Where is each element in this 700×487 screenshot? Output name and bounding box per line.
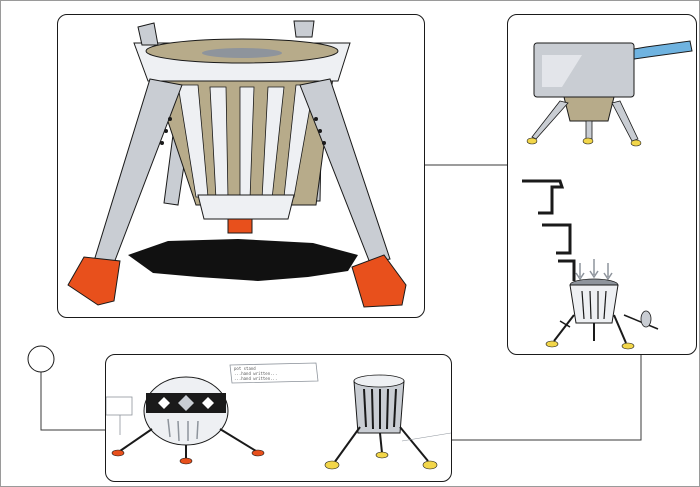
- cylinder-leg-right: [399, 426, 429, 462]
- globe-foot: [111, 449, 125, 457]
- small-stove-cage: [563, 96, 615, 122]
- callout-circle: [27, 345, 55, 373]
- diamond-2: [178, 395, 194, 411]
- small-leg-center: [585, 120, 593, 140]
- small-foot: [630, 139, 642, 147]
- cylinder-slot: [393, 388, 397, 428]
- down-arrow: [575, 263, 585, 281]
- connector-right-bottom: [450, 354, 642, 441]
- cage-slot: [589, 290, 592, 320]
- small-foot: [582, 137, 594, 145]
- front-leg-right: [299, 78, 391, 264]
- note-line-2: ...hand written...: [234, 371, 277, 376]
- stove-leg: [613, 314, 627, 344]
- doodle-box: [106, 396, 133, 416]
- stove-tripod-sketch: [67, 20, 407, 308]
- pan-and-assembly-sketch: [522, 40, 693, 350]
- note-line-1: pot stand: [234, 366, 256, 371]
- panel-right-sketches: [507, 14, 697, 355]
- burner-nozzle: [227, 218, 253, 234]
- leg-hole: [168, 117, 172, 121]
- globe-leg-right: [219, 428, 257, 452]
- down-arrow: [603, 263, 613, 281]
- cylinder-foot: [422, 460, 438, 470]
- cylinder-stove-top: [353, 374, 405, 388]
- cage-slot: [581, 290, 585, 320]
- diamond-1: [158, 397, 170, 409]
- ground-shadow: [128, 239, 358, 281]
- cylinder-foot: [375, 451, 389, 459]
- diamond-3: [202, 397, 214, 409]
- leg-hole: [318, 129, 322, 133]
- stove-variants-sketch: pot stand ...hand written... ...hand wri…: [106, 362, 451, 470]
- pot-support-left: [137, 22, 159, 46]
- ground-line: [401, 432, 451, 442]
- cylinder-slot: [386, 388, 389, 430]
- spike-tip: [640, 310, 652, 328]
- burner-base: [197, 194, 295, 220]
- down-arrow: [589, 259, 599, 279]
- note-line-3: ...hand written...: [234, 376, 277, 381]
- pot-support-part: [558, 259, 576, 281]
- cylinder-leg-center: [379, 432, 383, 454]
- pot-support-part: [522, 179, 565, 215]
- small-leg-right: [611, 100, 639, 142]
- cage-slot: [603, 290, 607, 320]
- globe-slot: [196, 420, 199, 440]
- cylinder-leg-left: [333, 426, 361, 464]
- globe-leg-left: [119, 428, 153, 452]
- globe-foot: [179, 457, 193, 465]
- pot-support-part: [542, 223, 572, 255]
- cylinder-foot: [324, 460, 340, 470]
- burner-cap: [202, 48, 282, 58]
- leg-hole: [164, 129, 168, 133]
- stove-foot: [621, 342, 635, 350]
- pan-handle: [633, 40, 693, 60]
- cylinder-slot: [371, 388, 374, 430]
- connector-circle-bottom: [40, 370, 105, 431]
- leg-hole: [160, 141, 164, 145]
- pot-support-right: [293, 20, 315, 38]
- spike-part-left: [559, 320, 571, 328]
- panel-main-sketch: [57, 14, 425, 318]
- stove-leg: [553, 314, 575, 342]
- leg-hole: [322, 141, 326, 145]
- cylinder-slot: [363, 388, 367, 428]
- note-card: [229, 362, 319, 384]
- globe-slot: [177, 420, 180, 442]
- globe-slot: [167, 418, 171, 438]
- stove-foot: [545, 340, 559, 348]
- small-leg-left: [531, 100, 569, 140]
- pan-highlight: [542, 55, 582, 87]
- foot-left: [67, 256, 121, 306]
- small-foot: [526, 137, 538, 145]
- panel-bottom-sketches: pot stand ...hand written... ...hand wri…: [105, 354, 452, 482]
- foot-right: [351, 254, 407, 308]
- stove-cage: [569, 284, 619, 324]
- leg-hole: [314, 117, 318, 121]
- globe-foot: [251, 449, 265, 457]
